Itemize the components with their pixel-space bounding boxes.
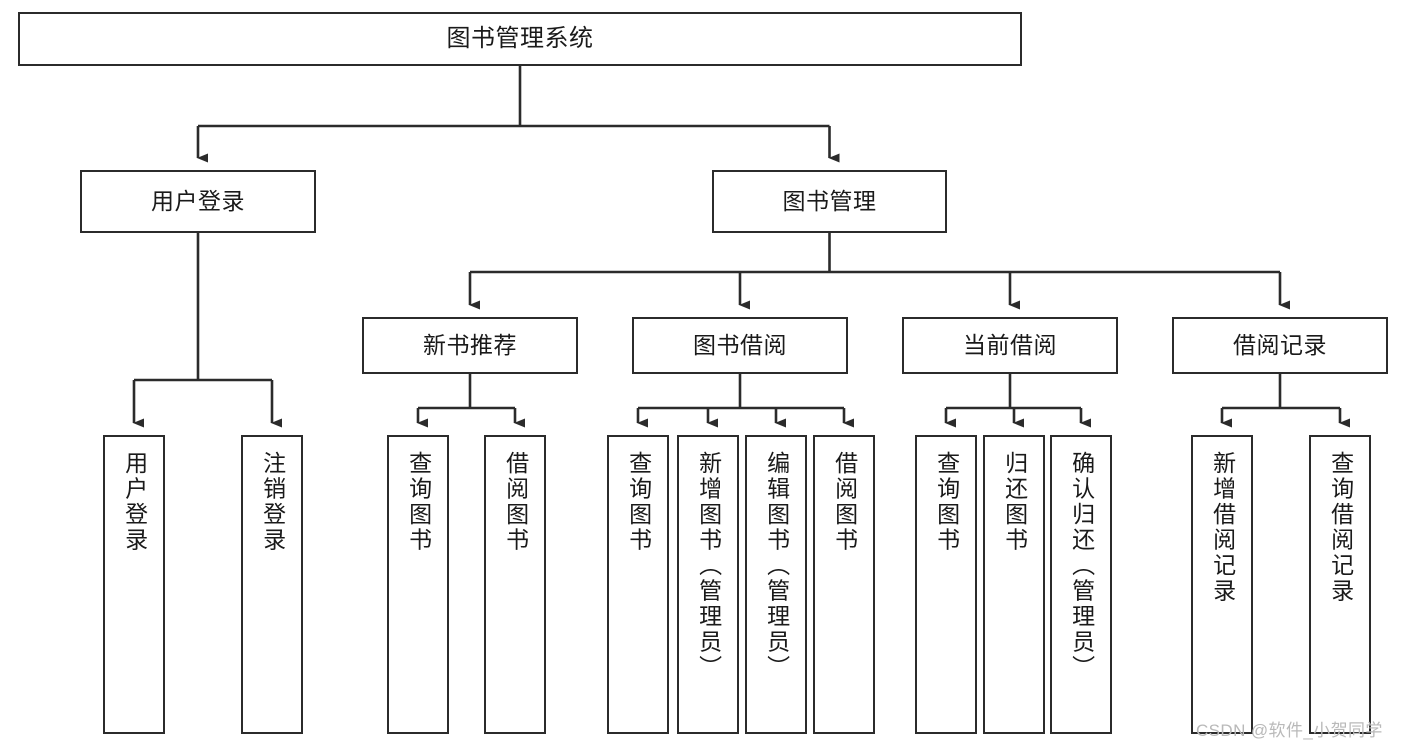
node-root[interactable]: 图书管理系统 bbox=[18, 12, 1022, 66]
node-label: 借阅图书 bbox=[831, 451, 858, 553]
node-leaf-6[interactable]: 编辑图书（管理员） bbox=[745, 435, 807, 734]
node-label: 归还图书 bbox=[1001, 451, 1028, 553]
node-label: 用户登录 bbox=[151, 187, 245, 214]
node-leaf-5[interactable]: 新增图书（管理员） bbox=[677, 435, 739, 734]
node-label: 注销登录 bbox=[259, 451, 286, 553]
node-leaf-11[interactable]: 新增借阅记录 bbox=[1191, 435, 1253, 734]
node-label: 新增图书（管理员） bbox=[695, 451, 722, 681]
node-label: 图书借阅 bbox=[693, 331, 787, 358]
csdn-watermark: CSDN @软件_小贺同学 bbox=[1196, 721, 1383, 740]
node-leaf-0[interactable]: 用户登录 bbox=[103, 435, 165, 734]
node-level3-2[interactable]: 当前借阅 bbox=[902, 317, 1118, 374]
node-level3-0[interactable]: 新书推荐 bbox=[362, 317, 578, 374]
node-leaf-9[interactable]: 归还图书 bbox=[983, 435, 1045, 734]
node-level2-1[interactable]: 图书管理 bbox=[712, 170, 947, 233]
node-label: 新增借阅记录 bbox=[1209, 451, 1236, 604]
node-label: 查询借阅记录 bbox=[1327, 451, 1354, 604]
node-label: 查询图书 bbox=[933, 451, 960, 553]
node-leaf-8[interactable]: 查询图书 bbox=[915, 435, 977, 734]
node-leaf-4[interactable]: 查询图书 bbox=[607, 435, 669, 734]
node-level2-0[interactable]: 用户登录 bbox=[80, 170, 316, 233]
node-leaf-2[interactable]: 查询图书 bbox=[387, 435, 449, 734]
node-leaf-12[interactable]: 查询借阅记录 bbox=[1309, 435, 1371, 734]
node-label: 新书推荐 bbox=[423, 331, 517, 358]
node-label: 借阅图书 bbox=[502, 451, 529, 553]
node-leaf-1[interactable]: 注销登录 bbox=[241, 435, 303, 734]
node-leaf-3[interactable]: 借阅图书 bbox=[484, 435, 546, 734]
node-label: 当前借阅 bbox=[963, 331, 1057, 358]
node-level3-1[interactable]: 图书借阅 bbox=[632, 317, 848, 374]
node-label: 编辑图书（管理员） bbox=[763, 451, 790, 681]
node-label: 借阅记录 bbox=[1233, 331, 1327, 358]
node-leaf-7[interactable]: 借阅图书 bbox=[813, 435, 875, 734]
node-label: 查询图书 bbox=[405, 451, 432, 553]
node-label: 图书管理系统 bbox=[446, 24, 594, 52]
node-label: 查询图书 bbox=[625, 451, 652, 553]
node-label: 图书管理 bbox=[782, 187, 877, 214]
node-leaf-10[interactable]: 确认归还（管理员） bbox=[1050, 435, 1112, 734]
node-label: 用户登录 bbox=[121, 451, 148, 553]
node-label: 确认归还（管理员） bbox=[1068, 451, 1095, 681]
node-level3-3[interactable]: 借阅记录 bbox=[1172, 317, 1388, 374]
